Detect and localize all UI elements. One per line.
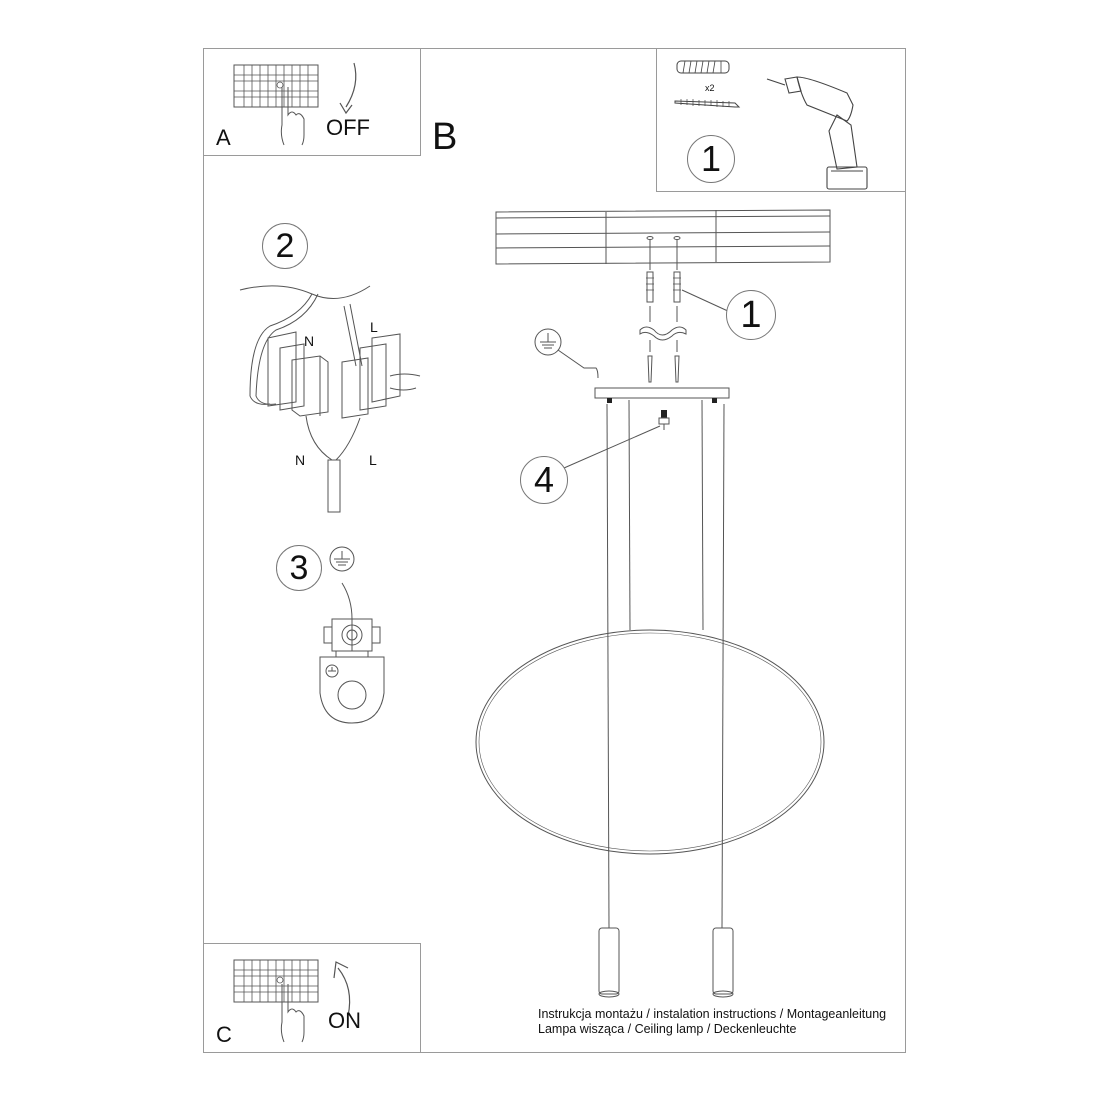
circuit-breaker-icon (233, 959, 319, 1003)
screw-icon (674, 99, 741, 108)
tools-step-number: 1 (687, 135, 735, 183)
arrow-up-icon (333, 961, 351, 1017)
step-1-number: 1 (726, 290, 776, 340)
ground-connector-diagram (319, 546, 385, 724)
step-3-number: 3 (276, 545, 322, 591)
mounting-hardware-diagram (639, 240, 687, 383)
caption-line-1: Instrukcja montażu / instalation instruc… (538, 1007, 887, 1021)
document-caption: Instrukcja montażu / instalation instruc… (538, 1007, 886, 1037)
panel-b-letter: B (432, 116, 458, 158)
main-frame (203, 48, 906, 1053)
off-label: OFF (326, 115, 370, 140)
drill-icon (766, 76, 868, 190)
lamp-body-diagram (475, 399, 825, 998)
circuit-breaker-icon (233, 64, 319, 108)
ground-symbol-icon (534, 328, 599, 379)
terminal-label-l-bottom: L (369, 452, 377, 468)
panel-a-letter: A (216, 125, 231, 150)
terminal-label-n-top: N (304, 333, 315, 349)
quantity-label: x2 (705, 83, 715, 93)
panel-a: A OFF (203, 48, 421, 156)
tools-panel: x2 1 (656, 48, 906, 192)
terminal-label-l-top: L (370, 319, 378, 335)
hand-icon (280, 984, 305, 1043)
caption-line-2: Lampa wisząca / Ceiling lamp / Deckenleu… (538, 1022, 797, 1036)
on-label: ON (328, 1008, 361, 1033)
canopy-screw-icon (658, 410, 670, 430)
step-4-number: 4 (520, 456, 568, 504)
canopy-bar (594, 387, 730, 403)
panel-c-letter: C (216, 1022, 232, 1047)
terminal-block-wiring-diagram (239, 285, 421, 513)
wall-plug-icon (676, 60, 730, 74)
leader-line-step-1 (681, 289, 731, 313)
hand-icon (280, 87, 305, 146)
step-2-number: 2 (262, 223, 308, 269)
ceiling-diagram (495, 209, 831, 265)
leader-line-step-4 (563, 425, 661, 469)
terminal-label-n-bottom: N (295, 452, 306, 468)
panel-c: C ON (203, 943, 421, 1053)
arrow-down-icon (339, 62, 357, 115)
